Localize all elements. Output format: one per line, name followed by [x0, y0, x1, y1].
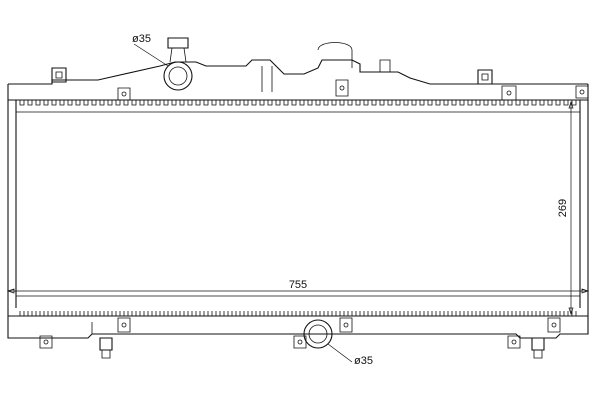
top-tank [7, 42, 589, 101]
outlet-pipe [303, 319, 333, 349]
height-dimension: 269 [557, 100, 574, 316]
bottom-tank [7, 315, 589, 339]
outlet-diameter-callout: ø35 [327, 343, 373, 367]
bottom-mount-pins [39, 317, 561, 349]
bottom-tank-teeth [19, 311, 577, 317]
tank-tooth-row [19, 100, 577, 106]
drain-plug-left [99, 337, 113, 359]
top-bracket-right [477, 69, 493, 85]
top-tank-teeth [19, 100, 577, 106]
inlet-pipe [163, 37, 193, 91]
outlet-diameter-label: ø35 [354, 355, 373, 367]
top-bracket-left [51, 67, 67, 83]
tank-tooth-row [19, 311, 577, 317]
drain-plug-right [531, 337, 545, 359]
inlet-diameter-label: ø35 [132, 33, 151, 45]
inlet-diameter-callout: ø35 [132, 33, 169, 67]
radiator-core [7, 100, 589, 316]
height-dimension-label: 269 [557, 199, 569, 217]
width-dimension-label: 755 [289, 279, 307, 291]
top-mount-pins [117, 79, 589, 101]
width-dimension: 755 [6, 279, 590, 294]
